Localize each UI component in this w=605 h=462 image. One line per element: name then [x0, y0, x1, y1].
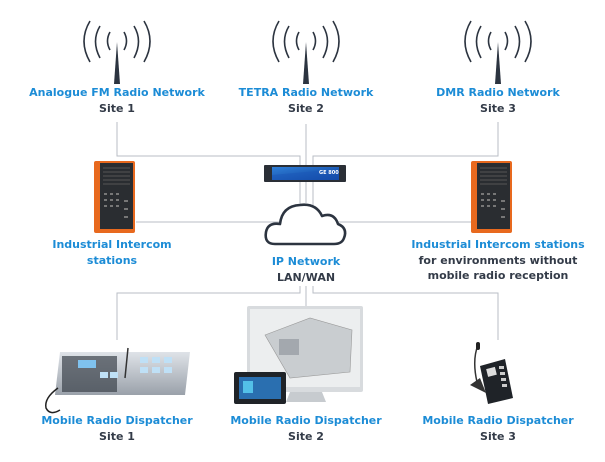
- network-title: Analogue FM Radio Network: [29, 86, 205, 99]
- dispatcher-site: Site 3: [480, 429, 516, 443]
- cloud-icon: [264, 203, 347, 246]
- network-site: Site 3: [480, 101, 516, 115]
- intercom-station-right: [471, 161, 512, 233]
- dispatcher-label-2: Mobile Radio Dispatcher Site 2: [206, 413, 406, 444]
- radio-network-label-3: DMR Radio Network Site 3: [398, 85, 598, 116]
- dispatcher-label-3: Mobile Radio Dispatcher Site 3: [398, 413, 598, 444]
- dispatcher-title: Mobile Radio Dispatcher: [41, 414, 193, 427]
- dispatcher-site: Site 1: [99, 429, 135, 443]
- gateway-device: [264, 165, 346, 182]
- network-title: DMR Radio Network: [436, 86, 560, 99]
- dispatcher-label-1: Mobile Radio Dispatcher Site 1: [17, 413, 217, 444]
- intercom-right-line2: for environments without: [418, 253, 578, 267]
- dispatcher-console-site-1: [45, 347, 190, 414]
- dispatcher-workstation-site-2: [234, 306, 363, 404]
- ip-network-label: IP Network LAN/WAN: [206, 254, 406, 285]
- intercom-left-label: Industrial Intercom stations: [12, 237, 212, 268]
- antenna-icon-site-2: [272, 20, 340, 84]
- connector-lines: [116, 122, 499, 340]
- intercom-right-line3: mobile radio reception: [427, 269, 569, 282]
- radio-network-label-1: Analogue FM Radio Network Site 1: [17, 85, 217, 116]
- antenna-icon-site-1: [83, 20, 151, 84]
- intercom-station-left: [94, 161, 135, 233]
- ip-network-subtitle: LAN/WAN: [276, 270, 336, 284]
- intercom-left-line1: Industrial Intercom: [52, 238, 172, 251]
- gateway-label: GE 800: [319, 170, 339, 176]
- antenna-icons: [83, 20, 532, 84]
- antenna-icon-site-3: [464, 20, 532, 84]
- network-site: Site 1: [99, 101, 135, 115]
- radio-network-label-2: TETRA Radio Network Site 2: [206, 85, 406, 116]
- dispatcher-site: Site 2: [288, 429, 324, 443]
- intercom-left-line2: stations: [86, 253, 138, 267]
- intercom-right-label: Industrial Intercom stations for environ…: [398, 237, 598, 284]
- network-title: TETRA Radio Network: [238, 86, 374, 99]
- dispatcher-desk-microphone-site-3: [470, 342, 513, 404]
- ip-network-title: IP Network: [271, 255, 341, 268]
- intercom-right-title: Industrial Intercom stations: [411, 238, 585, 251]
- dispatcher-title: Mobile Radio Dispatcher: [422, 414, 574, 427]
- network-site: Site 2: [288, 101, 324, 115]
- dispatcher-title: Mobile Radio Dispatcher: [230, 414, 382, 427]
